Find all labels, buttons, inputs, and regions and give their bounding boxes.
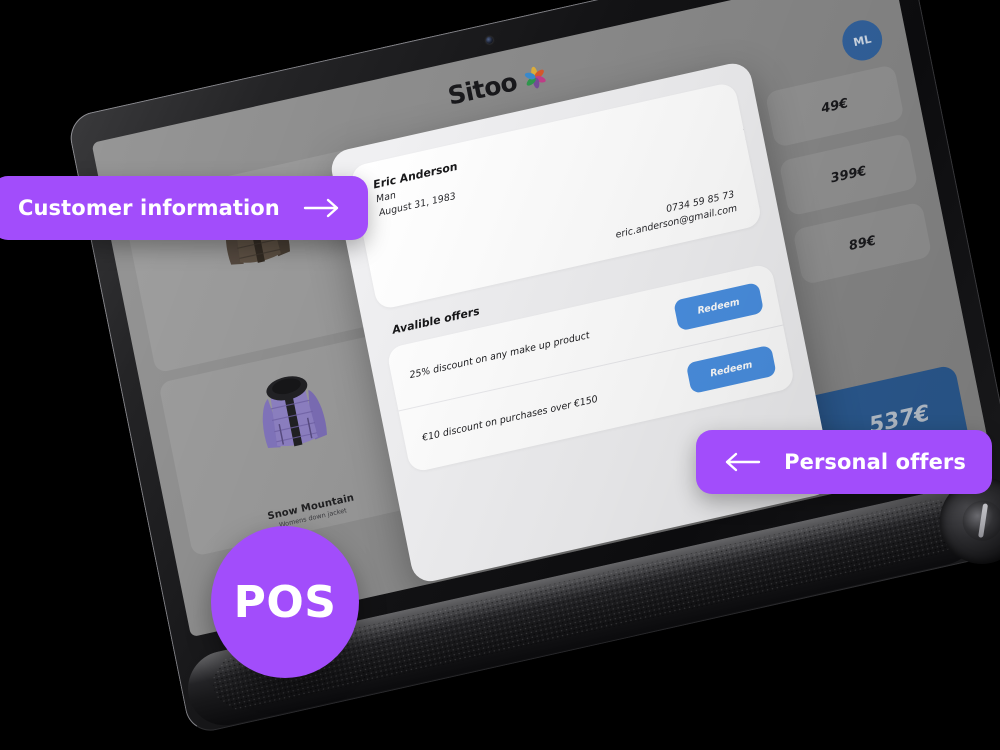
tablet-device: Sitoo [66, 0, 1000, 736]
callout-label: Customer information [18, 196, 280, 220]
offer-description: €10 discount on purchases over €150 [421, 393, 599, 444]
arrow-left-icon [725, 452, 761, 472]
pos-badge-label: POS [233, 576, 337, 628]
callout-label: Personal offers [784, 450, 966, 474]
redeem-button[interactable]: Redeem [685, 344, 777, 395]
callout-personal-offers[interactable]: Personal offers [696, 430, 992, 494]
arrow-right-icon [303, 198, 339, 218]
customer-gender: Man [375, 189, 397, 206]
redeem-button[interactable]: Redeem [673, 281, 765, 332]
customer-information-dialog: Eric Anderson Man August 31, 1983 0734 5… [328, 59, 835, 586]
product-card[interactable]: Snow Mountain Womens down jacket [158, 328, 438, 557]
purple-puffer-jacket-image [262, 376, 327, 448]
callout-customer-information[interactable]: Customer information [0, 176, 368, 240]
offer-description: 25% discount on any make up product [408, 330, 591, 382]
pos-badge: POS [211, 526, 359, 678]
customer-contact: 0734 59 85 73 eric.anderson@gmail.com [612, 189, 739, 243]
